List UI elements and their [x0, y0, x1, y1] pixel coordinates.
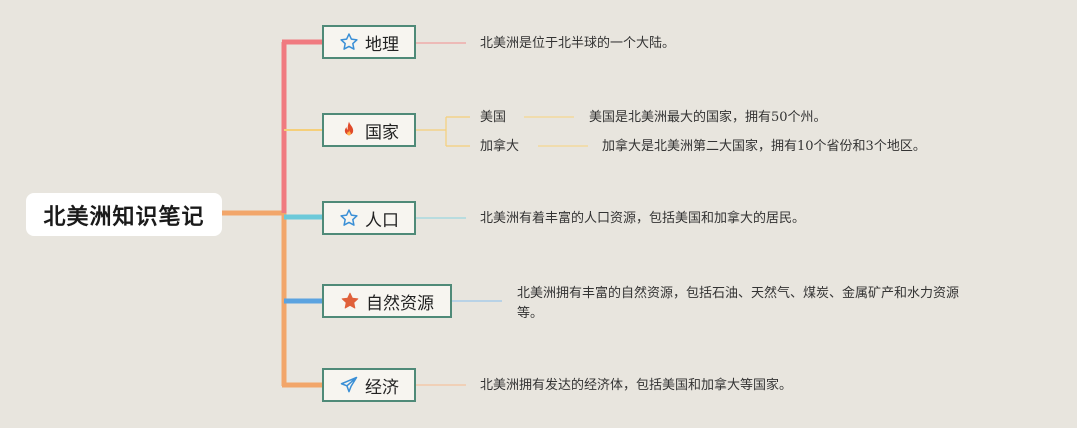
note-resources-line1: 北美洲拥有丰富的自然资源，包括石油、天然气、煤炭、金属矿产和水力资源 — [517, 286, 960, 301]
send-icon — [339, 375, 359, 395]
sub-topic-usa[interactable]: 美国 — [480, 110, 507, 125]
branch-label: 地理 — [365, 34, 399, 55]
root-title: 北美洲知识笔记 — [43, 204, 205, 230]
branch-geography[interactable]: 地理 — [322, 25, 416, 59]
star-filled-icon — [340, 291, 360, 311]
branch-label: 人口 — [365, 210, 399, 231]
star-outline-icon — [339, 208, 359, 228]
note-canada: 加拿大是北美洲第二大国家，拥有10个省份和3个地区。 — [602, 139, 926, 154]
fire-icon — [339, 120, 359, 140]
note-economy: 北美洲拥有发达的经济体，包括美国和加拿大等国家。 — [480, 378, 793, 393]
branch-label: 经济 — [365, 377, 399, 398]
branch-countries[interactable]: 国家 — [322, 113, 416, 147]
note-population: 北美洲有着丰富的人口资源，包括美国和加拿大的居民。 — [480, 211, 806, 226]
note-resources-line2: 等。 — [517, 306, 544, 321]
sub-topic-canada[interactable]: 加拿大 — [480, 139, 520, 154]
branch-label: 自然资源 — [366, 293, 434, 314]
branch-label: 国家 — [365, 122, 399, 143]
root-topic[interactable]: 北美洲知识笔记 — [26, 193, 222, 236]
note-usa: 美国是北美洲最大的国家，拥有50个州。 — [589, 110, 827, 125]
branch-economy[interactable]: 经济 — [322, 368, 416, 402]
branch-population[interactable]: 人口 — [322, 201, 416, 235]
branch-natural-resources[interactable]: 自然资源 — [322, 284, 452, 318]
note-geography: 北美洲是位于北半球的一个大陆。 — [480, 36, 676, 51]
star-outline-icon — [339, 32, 359, 52]
